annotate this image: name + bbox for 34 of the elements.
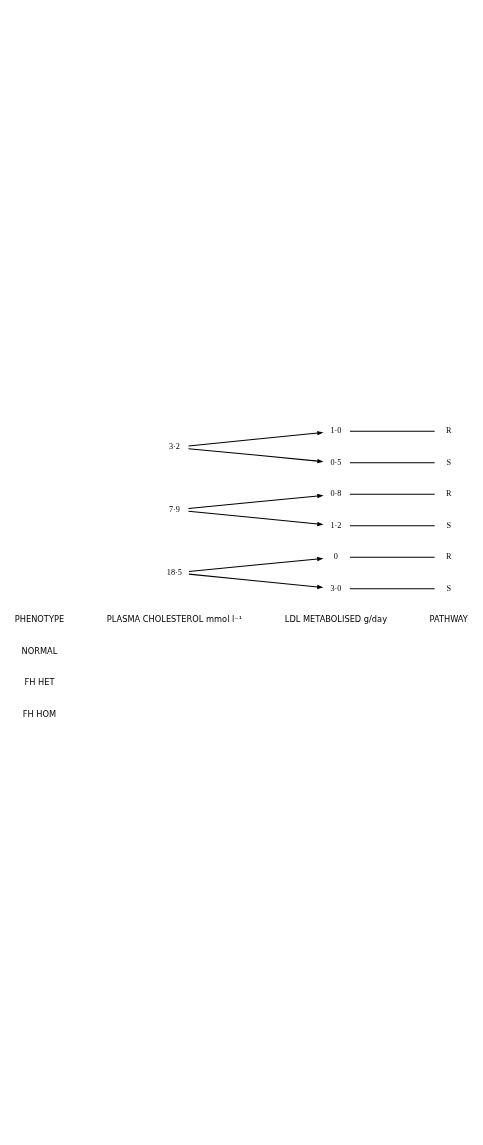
label: PATHWAY bbox=[429, 613, 468, 624]
node-text: S bbox=[446, 457, 451, 467]
label: FH HET bbox=[24, 676, 55, 687]
arrow bbox=[187, 493, 324, 509]
node-text: 3·2 bbox=[168, 441, 180, 451]
label: NORMAL bbox=[21, 645, 58, 656]
node-text: R bbox=[445, 425, 452, 435]
label: FH HOM bbox=[22, 708, 57, 719]
node-text: 0 bbox=[333, 551, 338, 561]
connector bbox=[349, 587, 436, 589]
label: PHENOTYPE bbox=[14, 613, 65, 624]
node-text: 1·2 bbox=[330, 520, 342, 530]
node-text: S bbox=[446, 583, 451, 593]
connector bbox=[349, 493, 436, 495]
connector bbox=[349, 461, 436, 463]
label: LDL METABOLISED g/day bbox=[284, 613, 388, 624]
arrow bbox=[188, 573, 324, 589]
node-text: R bbox=[445, 551, 452, 561]
node-text: S bbox=[446, 520, 451, 530]
node-text: 18·5 bbox=[166, 567, 182, 577]
node-text: 0·5 bbox=[330, 457, 342, 467]
arrow bbox=[187, 447, 324, 463]
arrow bbox=[188, 556, 324, 572]
node-text: 1·0 bbox=[330, 425, 342, 435]
label: PLASMA CHOLESTEROL mmol l⁻¹ bbox=[106, 613, 243, 624]
node-text: R bbox=[445, 488, 452, 498]
arrow bbox=[187, 430, 324, 446]
connector bbox=[349, 430, 436, 432]
connector bbox=[349, 556, 436, 558]
connector bbox=[349, 524, 436, 526]
node-text: 0·8 bbox=[330, 488, 342, 498]
node-text: 3·0 bbox=[330, 583, 342, 593]
node-text: 7·9 bbox=[168, 504, 180, 514]
arrow bbox=[187, 510, 324, 526]
